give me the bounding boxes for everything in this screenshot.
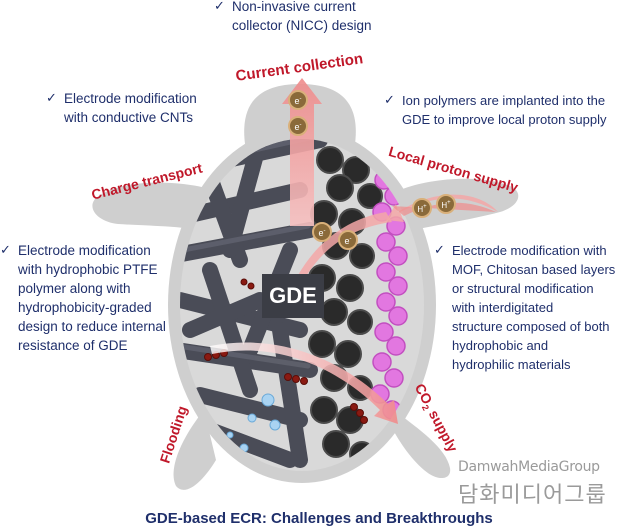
- electron-icon: e-: [288, 90, 308, 110]
- current-collection-arrow: [282, 78, 322, 226]
- electron-icon: e-: [288, 116, 308, 136]
- proton-supply-arrow: [386, 194, 498, 222]
- figure-caption: GDE-based ECR: Challenges and Breakthrou…: [145, 510, 493, 527]
- checkmark-icon: ✓: [46, 91, 57, 106]
- proton-particles: H+ H+: [412, 194, 456, 218]
- svg-text:H+: H+: [417, 204, 427, 214]
- note-text: Non-invasive current collector (NICC) de…: [232, 0, 372, 33]
- note-text: Electrode modification with hydrophobic …: [18, 243, 166, 353]
- svg-text:e-: e-: [294, 122, 301, 132]
- turtle-rear-right-flipper: [390, 410, 451, 479]
- carbon-particle-layer: [308, 146, 383, 467]
- svg-text:H+: H+: [441, 200, 451, 210]
- svg-text:e-: e-: [344, 236, 351, 246]
- watermark-korean: 담화미디어그룹: [458, 483, 607, 508]
- watermark: DamwahMediaGroup 담화미디어그룹: [458, 459, 607, 509]
- note-top-left: ✓ Electrode modification with conductive …: [46, 89, 246, 127]
- checkmark-icon: ✓: [384, 93, 395, 108]
- note-text: Ion polymers are implanted into the GDE …: [402, 93, 607, 127]
- proton-icon: H+: [412, 198, 432, 218]
- checkmark-icon: ✓: [434, 243, 445, 258]
- watermark-latin: DamwahMediaGroup: [458, 459, 600, 475]
- co2-supply-arrow: [210, 342, 398, 424]
- gde-center-label: GDE: [262, 274, 324, 318]
- checkmark-icon: ✓: [0, 243, 11, 258]
- proton-icon: H+: [436, 194, 456, 214]
- label-current-collection: Current collection: [235, 50, 364, 85]
- checkmark-icon: ✓: [214, 0, 225, 14]
- electron-icon: e-: [338, 230, 358, 250]
- water-droplets: [226, 393, 281, 453]
- note-top-center: ✓ Non-invasive current collector (NICC) d…: [214, 0, 414, 35]
- turtle-rear-left-flipper: [173, 410, 216, 490]
- note-mid-right: ✓ Electrode modification with MOF, Chitos…: [434, 241, 638, 374]
- turtle-front-left-flipper: [92, 182, 214, 232]
- note-text: Electrode modification with conductive C…: [64, 91, 197, 125]
- electron-particles: e- e- e- e-: [288, 90, 358, 250]
- electron-icon: e-: [312, 222, 332, 242]
- svg-text:e-: e-: [294, 96, 301, 106]
- svg-text:e-: e-: [318, 228, 325, 238]
- note-text: Electrode modification with MOF, Chitosa…: [452, 243, 616, 372]
- note-mid-left: ✓ Electrode modification with hydrophobic…: [0, 241, 200, 355]
- note-top-right: ✓ Ion polymers are implanted into the GDE…: [384, 91, 638, 129]
